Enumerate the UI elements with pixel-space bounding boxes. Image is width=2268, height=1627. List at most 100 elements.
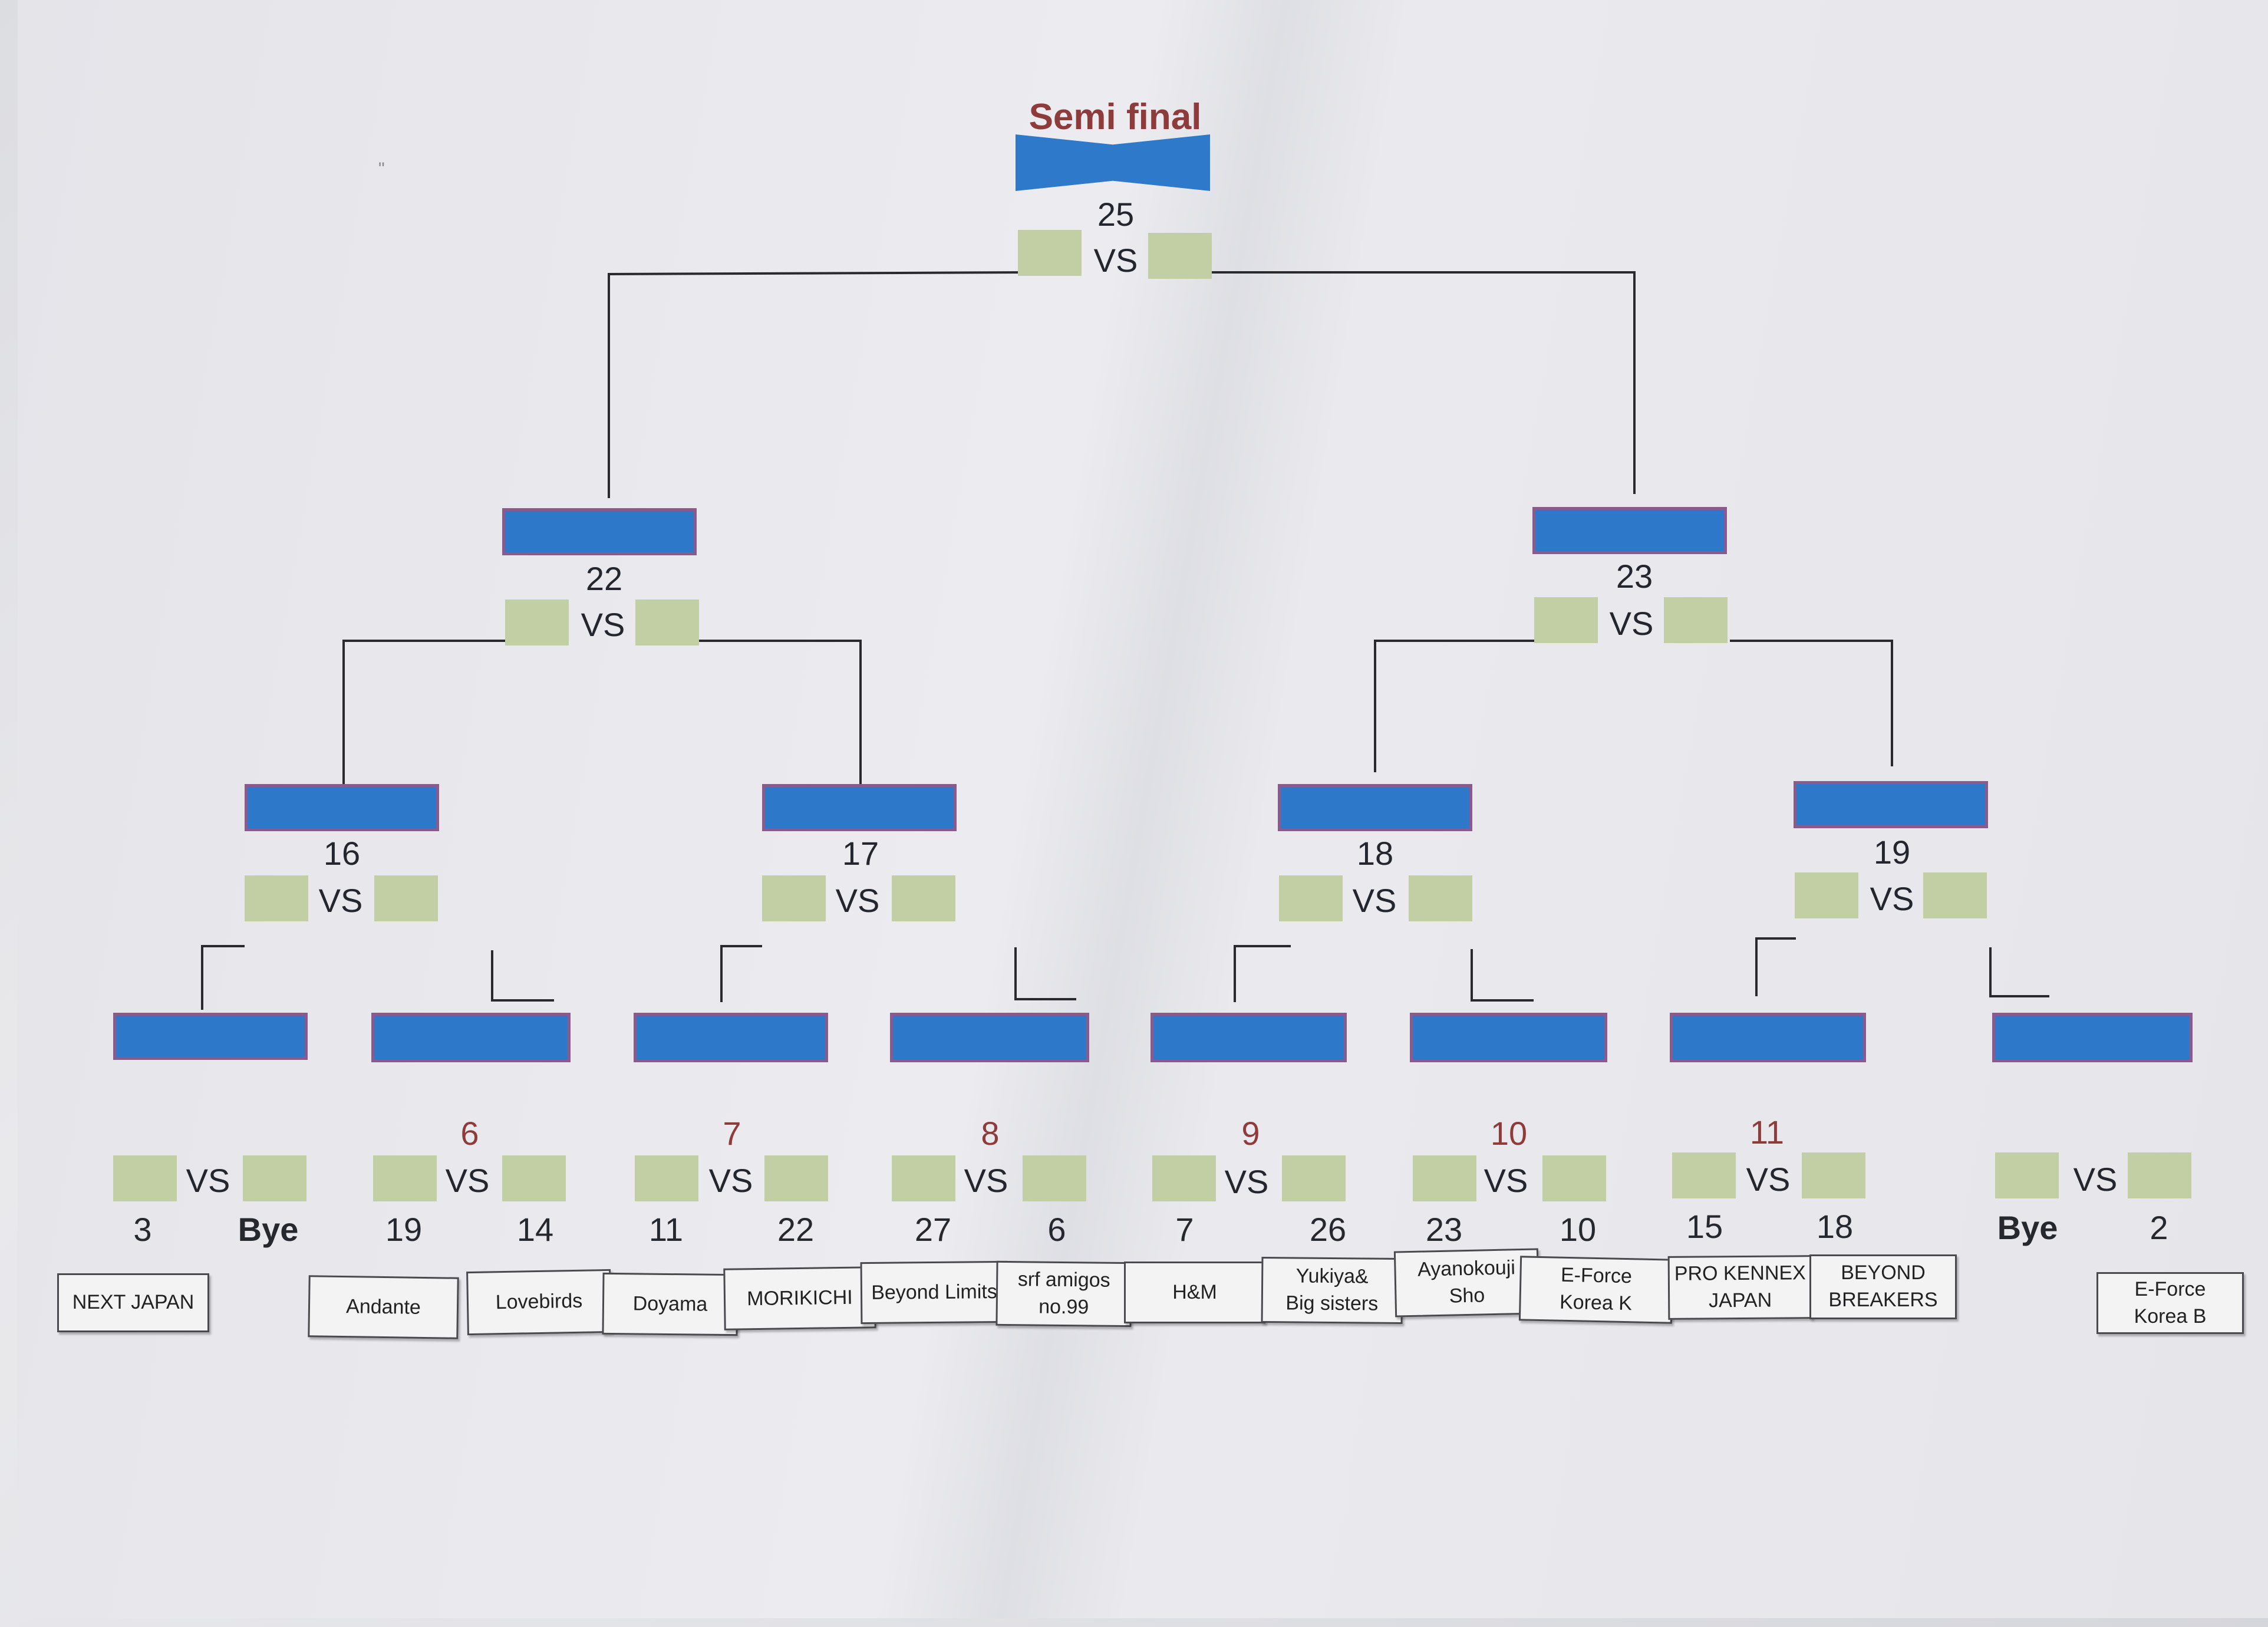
team-label: MORIKICHI — [723, 1266, 876, 1330]
match-22-winner-bar — [502, 508, 697, 555]
match-number-9: 9 — [1241, 1115, 1260, 1152]
match-19-score-right — [1923, 872, 1987, 918]
match-number-6: 6 — [460, 1115, 479, 1152]
bracket-lines — [201, 271, 2049, 1010]
match-6-winner-bar — [371, 1013, 571, 1062]
match-6-vs: VS — [445, 1162, 490, 1199]
match-22-score-right — [635, 600, 699, 645]
match-number-19: 19 — [1873, 834, 1911, 871]
match-6-seed-right: 14 — [516, 1211, 554, 1248]
match-number-23: 23 — [1616, 558, 1653, 595]
connector-final-left — [608, 271, 1032, 498]
match-10-seed-right: 10 — [1559, 1211, 1597, 1248]
match-10-score-right — [1542, 1155, 1606, 1201]
match-number-16: 16 — [323, 835, 361, 872]
team-label: srf amigos no.99 — [995, 1260, 1132, 1328]
match-number-11: 11 — [1749, 1114, 1785, 1151]
match-7-score-left — [635, 1155, 698, 1201]
match-7-score-right — [764, 1155, 828, 1201]
match-7-winner-bar — [634, 1013, 828, 1062]
match-7-vs: VS — [708, 1162, 753, 1199]
match-10-vs: VS — [1484, 1162, 1528, 1199]
stray-mark: " — [378, 159, 385, 179]
match-9-seed-left: 7 — [1175, 1211, 1194, 1248]
match-11-winner-bar — [1670, 1013, 1866, 1062]
connector-r1-2 — [491, 950, 554, 1002]
connector-22-left — [342, 640, 510, 784]
team-label: Yukiya& Big sisters — [1261, 1256, 1403, 1325]
team-label: NEXT JAPAN — [57, 1273, 209, 1332]
match-23-vs: VS — [1609, 605, 1654, 642]
match-r1-1-score-left — [113, 1155, 177, 1201]
team-label: H&M — [1124, 1262, 1265, 1323]
match-number-8: 8 — [981, 1115, 1000, 1152]
match-number-18: 18 — [1356, 835, 1394, 872]
match-r1-1-seed-right: Bye — [238, 1211, 299, 1248]
connector-23-right — [1730, 640, 1893, 766]
team-label: Doyama — [602, 1272, 739, 1336]
match-9-seed-right: 26 — [1309, 1211, 1347, 1248]
team-label: Andante — [308, 1275, 459, 1339]
match-23-score-right — [1664, 597, 1728, 643]
team-label: Beyond Limits — [860, 1260, 1008, 1325]
team-label: PRO KENNEX JAPAN — [1667, 1255, 1813, 1320]
match-r1-8-vs: VS — [2073, 1161, 2118, 1198]
match-r1-8-seed-left: Bye — [1997, 1209, 2058, 1246]
match-17-score-right — [892, 875, 955, 921]
match-8-score-left — [892, 1155, 955, 1201]
match-9-winner-bar — [1151, 1013, 1347, 1062]
match-10-winner-bar — [1410, 1013, 1607, 1062]
match-18-score-right — [1409, 875, 1472, 921]
connector-r1-7 — [1755, 937, 1796, 996]
match-7-seed-left: 11 — [648, 1211, 684, 1248]
match-9-score-left — [1152, 1155, 1216, 1201]
match-number-7: 7 — [723, 1115, 741, 1152]
match-6-seed-left: 19 — [385, 1211, 423, 1248]
match-r1-8-winner-bar — [1992, 1013, 2193, 1062]
connector-22-right — [695, 640, 862, 784]
match-6-score-right — [502, 1155, 566, 1201]
match-17-score-left — [762, 875, 826, 921]
final-score-left — [1018, 230, 1082, 276]
match-19-vs: VS — [1870, 880, 1914, 917]
match-number-10: 10 — [1490, 1115, 1528, 1152]
match-16-vs: VS — [318, 882, 363, 919]
match-18-winner-bar — [1278, 784, 1472, 831]
match-11-vs: VS — [1746, 1161, 1791, 1198]
match-8-score-right — [1023, 1155, 1086, 1201]
match-18-score-left — [1279, 875, 1343, 921]
match-r1-1-seed-left: 3 — [133, 1211, 152, 1248]
match-10-score-left — [1413, 1155, 1476, 1201]
match-number-25: 25 — [1097, 196, 1135, 233]
match-number-17: 17 — [842, 835, 879, 872]
match-r1-8-score-right — [2128, 1152, 2191, 1198]
round-title: Semi final — [1028, 97, 1202, 137]
team-label: E-Force Korea B — [2096, 1272, 2244, 1334]
match-r1-1-score-right — [243, 1155, 306, 1201]
match-19-winner-bar — [1794, 781, 1988, 828]
match-16-winner-bar — [245, 784, 439, 831]
match-8-seed-left: 27 — [914, 1211, 952, 1248]
team-label: Lovebirds — [466, 1269, 612, 1336]
match-8-vs: VS — [964, 1162, 1008, 1199]
match-16-score-right — [374, 875, 438, 921]
team-label: E-Force Korea K — [1518, 1256, 1674, 1324]
match-11-score-right — [1802, 1152, 1865, 1198]
final-score-right — [1148, 233, 1212, 279]
bracket-sheet: " Semi final 25 VS 22 VS 23 VS 16 VS 17 … — [18, 0, 2268, 1618]
connector-r1-3 — [720, 945, 762, 1002]
match-23-score-left — [1534, 597, 1598, 643]
match-8-seed-right: 6 — [1047, 1211, 1066, 1248]
match-r1-1-winner-bar — [113, 1013, 308, 1060]
match-10-seed-left: 23 — [1425, 1211, 1463, 1248]
match-r1-1-vs: VS — [186, 1162, 230, 1199]
match-23-winner-bar — [1532, 507, 1727, 554]
connector-r1-8 — [1989, 947, 2049, 997]
team-label: Ayanokouji Sho — [1393, 1248, 1540, 1318]
match-22-vs: VS — [581, 606, 625, 643]
match-7-seed-right: 22 — [777, 1211, 815, 1248]
match-17-winner-bar — [762, 784, 957, 831]
match-11-seed-left: 15 — [1686, 1208, 1723, 1245]
match-number-22: 22 — [585, 560, 623, 597]
match-r1-8-score-left — [1995, 1152, 2059, 1198]
